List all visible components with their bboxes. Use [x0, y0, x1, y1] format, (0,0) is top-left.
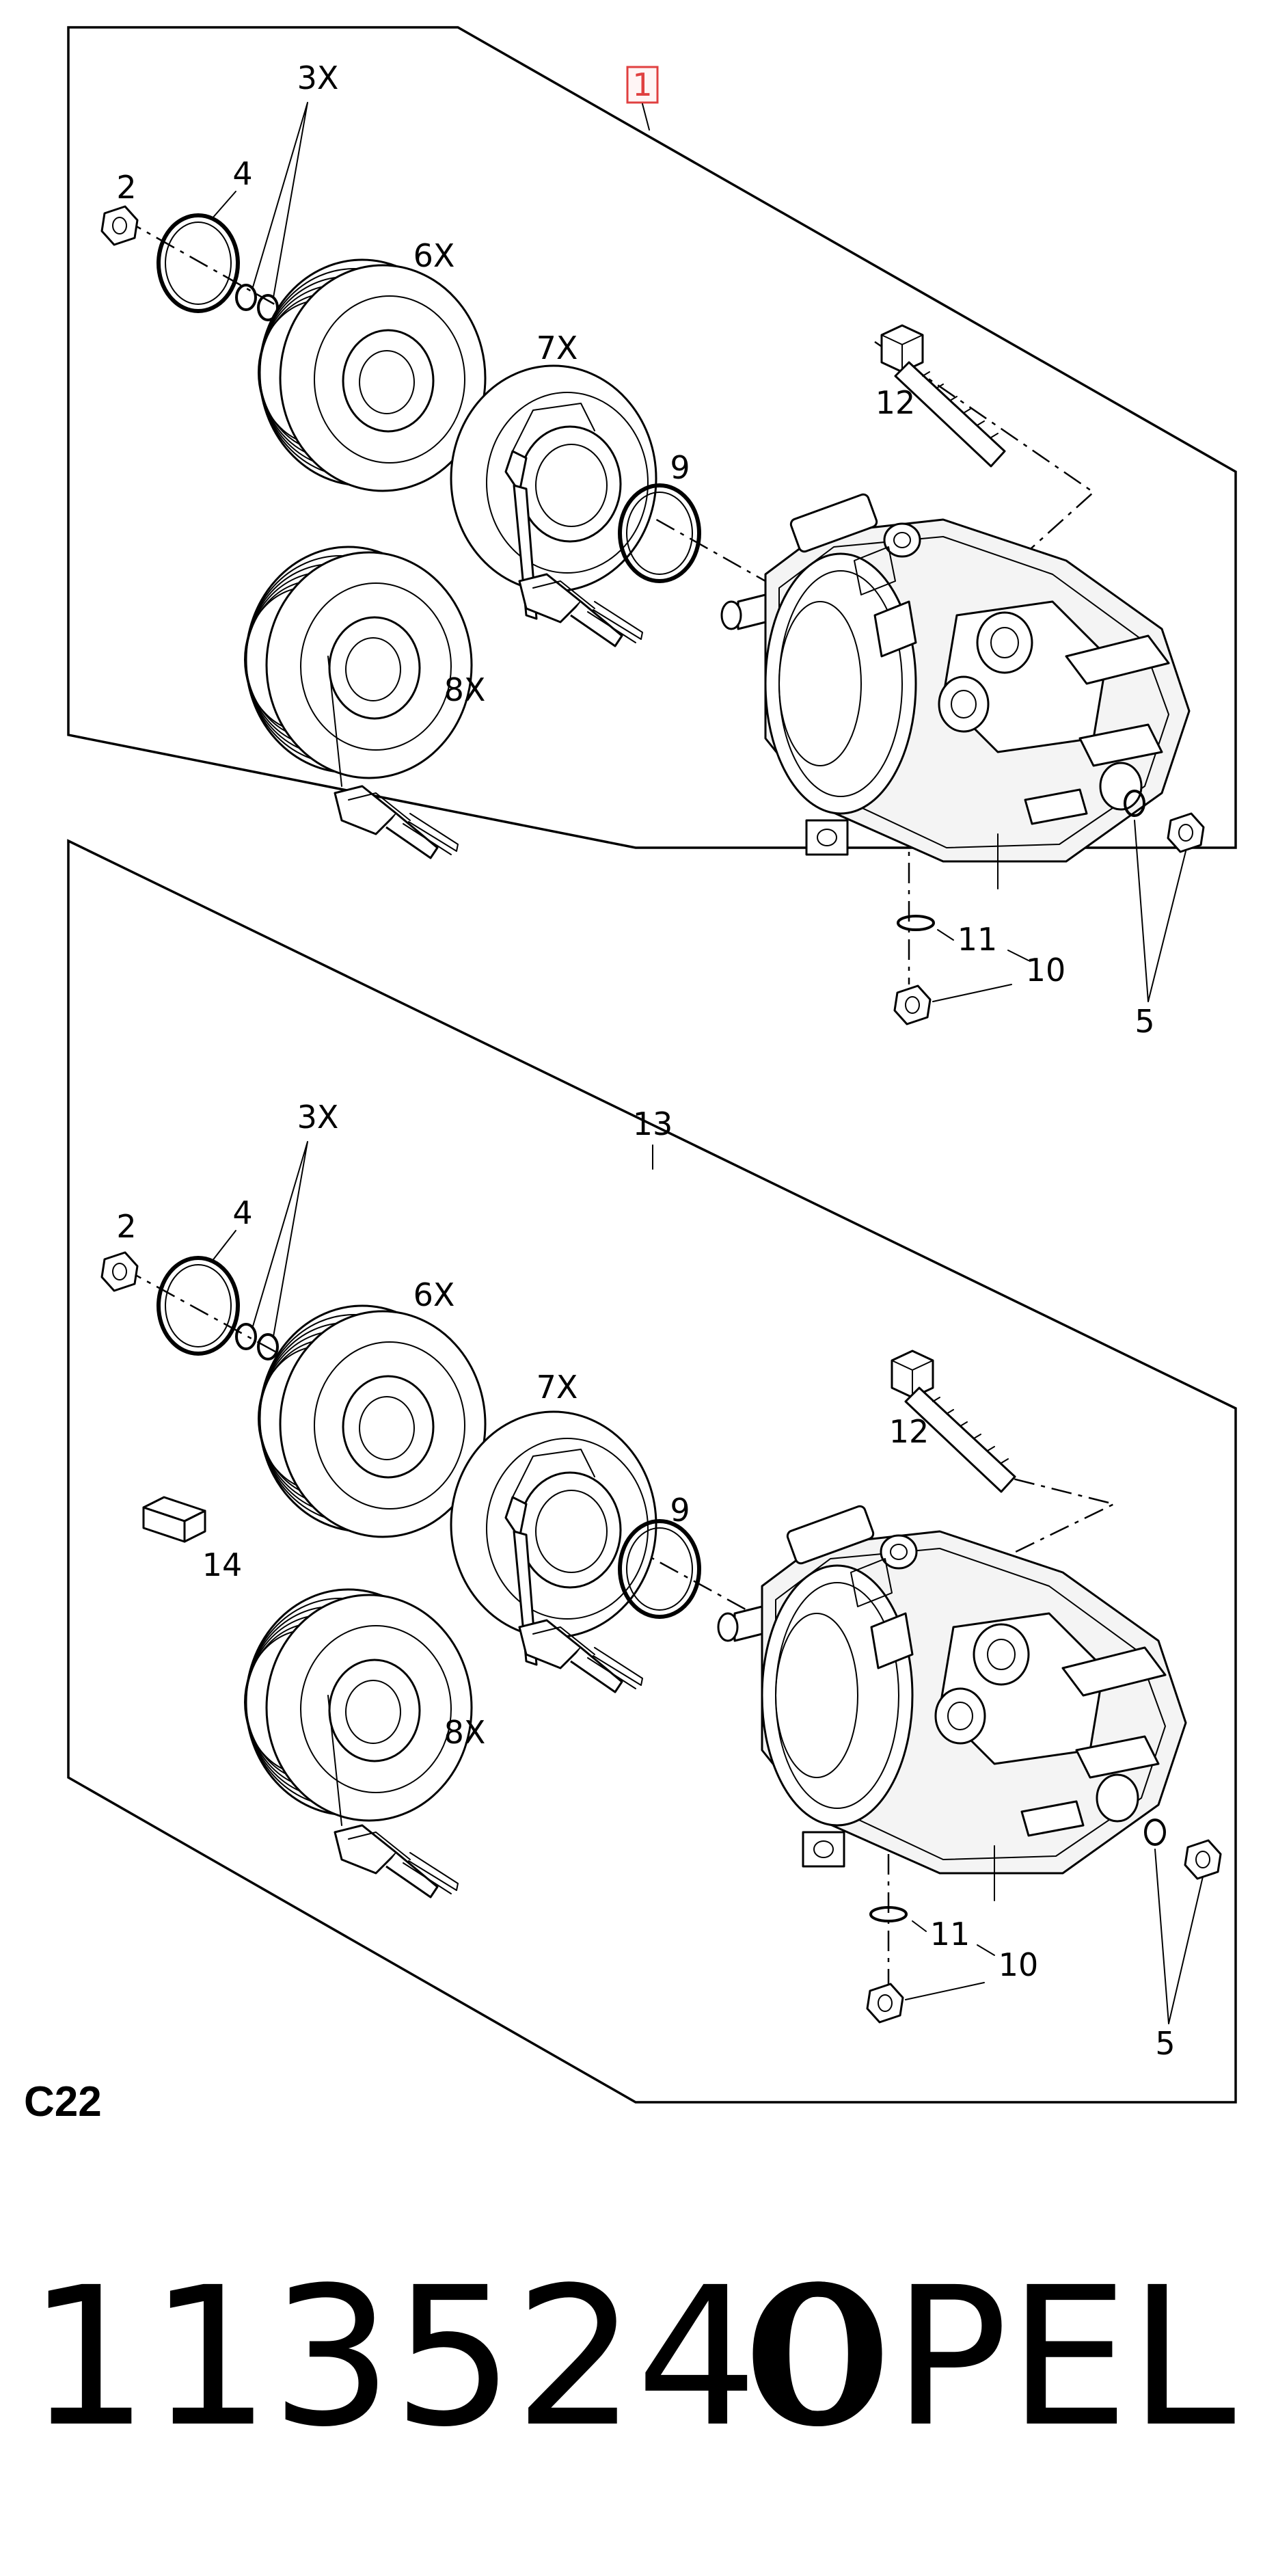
- snap-ring-bottom: [159, 1258, 238, 1354]
- callout-coil-top: 7X: [537, 330, 578, 366]
- callout-bolt-bottom: 12: [889, 1413, 929, 1450]
- pulley-alt-top: [243, 546, 473, 779]
- callout-drain-plug-top: 10: [1026, 952, 1066, 989]
- callout-circlip-top: 9: [670, 449, 690, 486]
- fitting-nut-bottom: [1184, 1839, 1222, 1880]
- callout-shims-top: 3X: [297, 59, 339, 96]
- callout-drain-plug-bottom: 10: [999, 1946, 1039, 1983]
- callout-o-ring-bottom: 11: [930, 1916, 970, 1953]
- callout-pulley-bottom: 6X: [413, 1276, 455, 1313]
- o-ring-bottom: [869, 1906, 908, 1922]
- shim-ring-a-bottom: [235, 1323, 257, 1350]
- label-block-bottom: [142, 1496, 206, 1543]
- callout-snap-ring-bottom: 4: [232, 1194, 252, 1231]
- callout-snap-ring-top: 4: [232, 155, 252, 192]
- brand-name: OPEL: [742, 2246, 1237, 2469]
- callout-assembly-bottom: 13: [633, 1105, 673, 1142]
- callout-fittings-bottom: 5: [1155, 2025, 1175, 2062]
- assembly-panel-bottom: 13 2 4 3X 6X 7X 8X 9 14 12: [67, 839, 1237, 2104]
- callout-bolt-top: 12: [875, 384, 916, 421]
- drain-plug-top: [893, 984, 932, 1025]
- assembly-panel-top: 1 2 4 3X 6X 7X 8X 9 12: [67, 26, 1237, 1040]
- callout-nut-top: 2: [116, 169, 136, 206]
- callout-circlip-bottom: 9: [670, 1492, 690, 1529]
- compressor-body-top: [720, 492, 1191, 890]
- nut-part-top: [100, 205, 139, 246]
- pulley-alt-bottom: [243, 1588, 473, 1822]
- assembly-callout-highlight: [626, 66, 659, 104]
- callout-label-block-bottom: 14: [202, 1546, 243, 1583]
- callout-fittings-top: 5: [1135, 1003, 1154, 1040]
- pulley-part-top: [257, 258, 487, 492]
- compressor-body-bottom: [717, 1503, 1187, 1902]
- fitting-nut-top: [1167, 812, 1205, 853]
- nut-part-bottom: [100, 1251, 139, 1292]
- callout-pulley-alt-top: 8X: [444, 671, 486, 708]
- callout-o-ring-top: 11: [958, 921, 998, 958]
- snap-ring-top: [159, 215, 238, 311]
- callout-coil-bottom: 7X: [537, 1369, 578, 1406]
- callout-shims-bottom: 3X: [297, 1099, 339, 1136]
- callout-pulley-top: 6X: [413, 237, 455, 274]
- part-number: 1135240: [27, 2246, 880, 2469]
- pulley-alt-connector-bottom: [334, 1824, 459, 1899]
- pulley-alt-connector-top: [334, 785, 459, 859]
- shim-ring-a-top: [235, 284, 257, 311]
- callout-pulley-alt-bottom: 8X: [444, 1714, 486, 1751]
- section-code: C22: [24, 2078, 102, 2125]
- callout-assembly-top: 1: [632, 66, 652, 103]
- fitting-ring-bottom: [1144, 1819, 1166, 1846]
- callout-nut-bottom: 2: [116, 1208, 136, 1245]
- o-ring-top: [897, 915, 935, 931]
- pulley-part-bottom: [257, 1304, 487, 1538]
- drain-plug-bottom: [866, 1983, 904, 2024]
